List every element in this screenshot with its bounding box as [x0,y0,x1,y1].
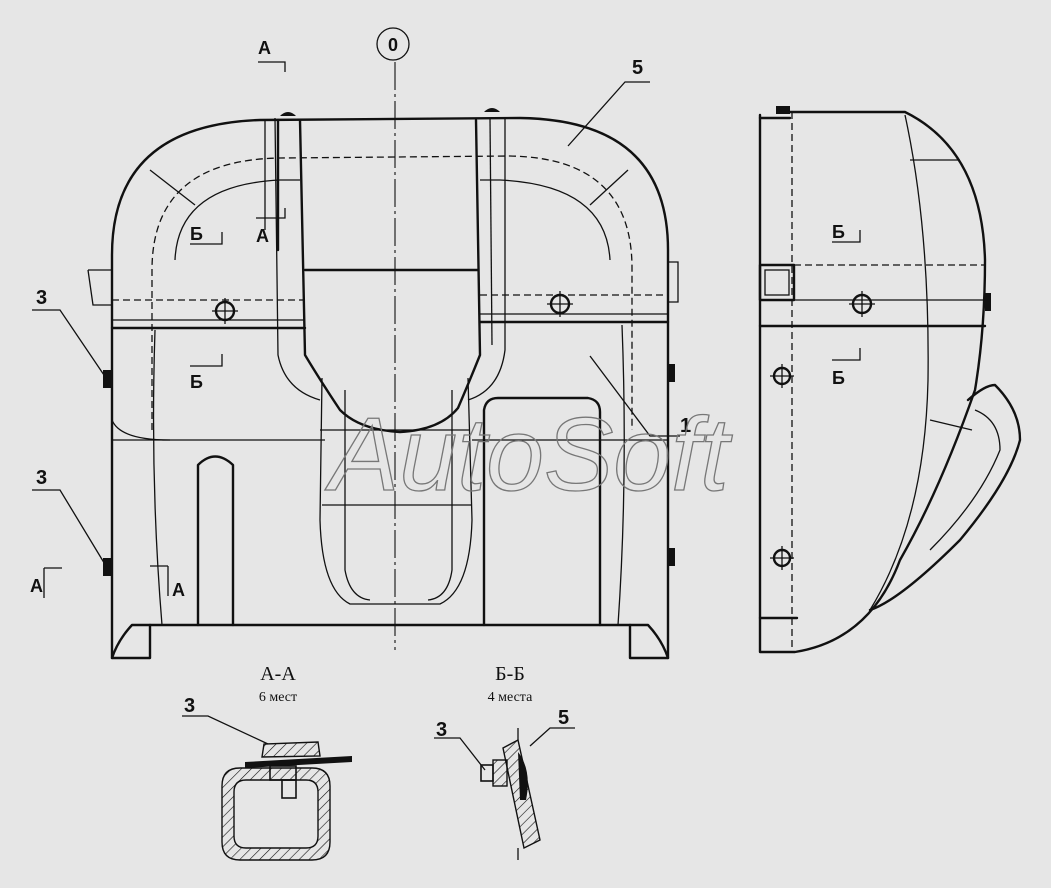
section-aa-callout: 3 [184,695,195,717]
section-bb-callout-5: 5 [558,707,569,729]
callout-3-upper: 3 [36,287,47,309]
section-bb-note: 4 места [488,690,533,705]
side-view: Б Б [758,106,1022,654]
section-mark-b-left-upper: Б [190,224,203,244]
side-outline [758,110,987,654]
front-outer-outline [110,116,670,660]
section-aa-title: А-А [260,663,296,685]
callout-3-lower: 3 [36,467,47,489]
front-view: 0 [87,27,679,660]
section-marks-front: А А Б Б А А [30,38,286,600]
central-column [298,118,482,434]
section-mark-b-side-lower: Б [832,368,845,388]
section-mark-a-left: А [30,576,43,596]
watermark: AutoSoft [324,397,733,513]
section-bb-callout-3: 3 [436,719,447,741]
section-aa-note: 6 мест [259,690,297,705]
callout-1: 1 [680,415,691,437]
side-bracket [868,383,1022,612]
section-mark-a-right: А [172,580,185,600]
axis-marker [376,27,410,61]
callout-5: 5 [632,57,643,79]
left-slot [196,455,235,627]
callouts-front: 3 3 5 1 [32,57,691,567]
right-opening [482,396,602,627]
axis-label: 0 [388,35,398,55]
section-bb: Б-Б 4 места 3 5 [434,663,575,860]
section-mark-b-side-upper: Б [832,222,845,242]
section-mark-b-left-lower: Б [190,372,203,392]
section-bb-title: Б-Б [495,663,525,685]
section-mark-a-mid: А [256,226,269,246]
section-aa: А-А 6 мест 3 [182,663,352,861]
section-mark-a-top: А [258,38,271,58]
